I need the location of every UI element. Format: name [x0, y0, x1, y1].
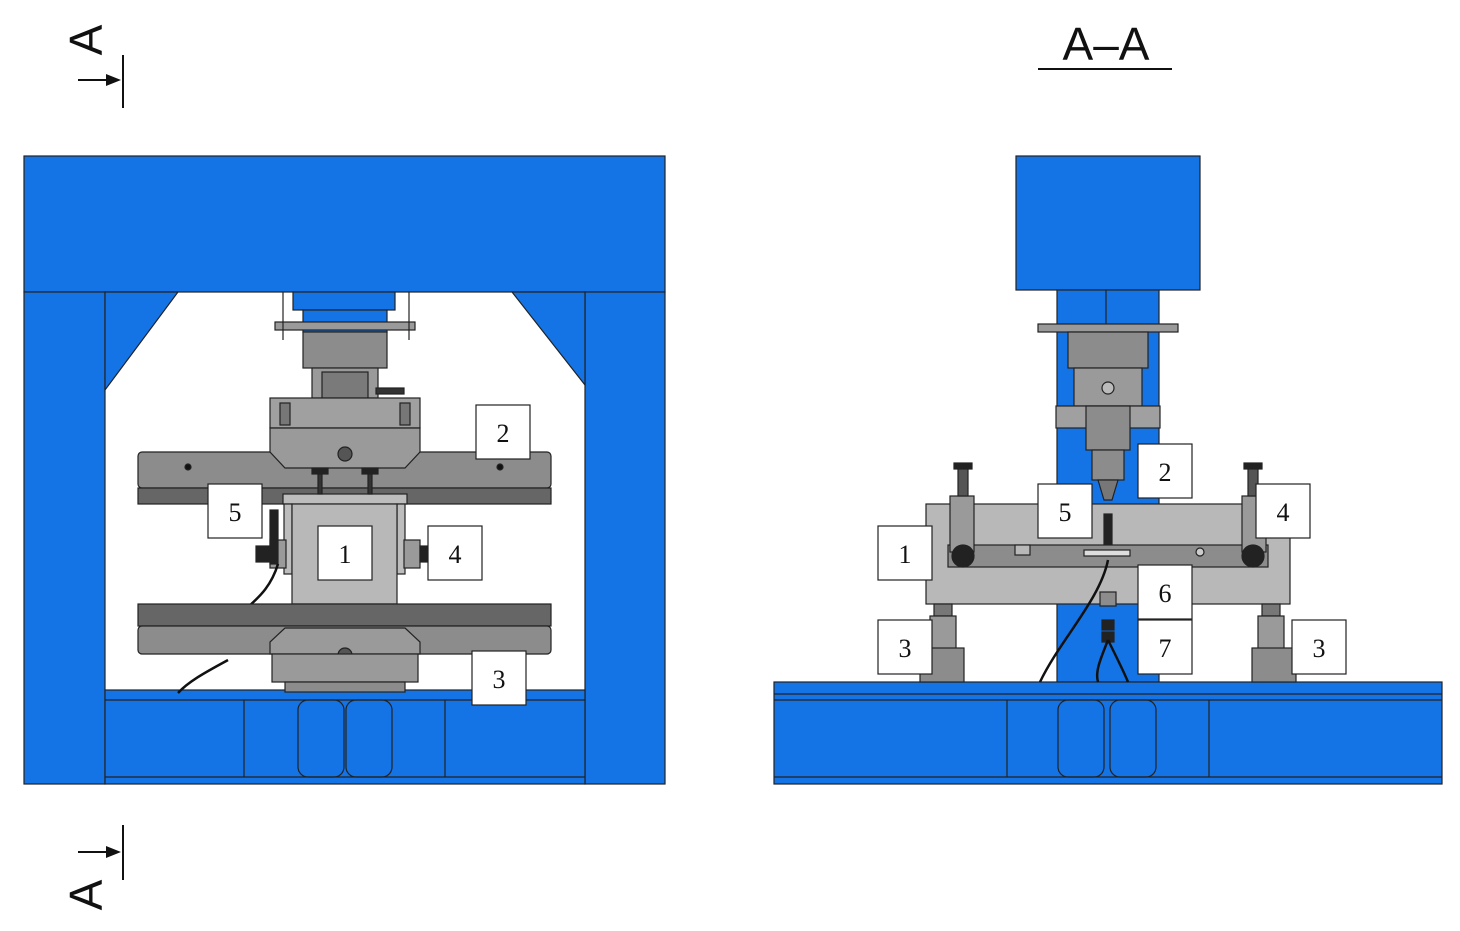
label-right-7: 7 — [1159, 634, 1172, 663]
label-left-5: 5 — [229, 498, 242, 527]
label-box-left-3: 3 — [471, 650, 527, 706]
label-box-right-4: 4 — [1255, 483, 1311, 539]
label-left-1: 1 — [339, 540, 352, 569]
label-right-1: 1 — [899, 540, 912, 569]
label-right-5: 5 — [1059, 498, 1072, 527]
label-left-4: 4 — [449, 540, 462, 569]
label-box-right-1: 1 — [877, 525, 933, 581]
right-sensors — [1099, 513, 1117, 643]
label-right-3a: 3 — [899, 634, 912, 663]
label-box-right-3b: 3 — [1291, 619, 1347, 675]
label-box-left-5: 5 — [207, 483, 263, 539]
left-lower-jig — [137, 603, 552, 693]
right-cable — [1038, 559, 1130, 683]
label-left-2: 2 — [497, 419, 510, 448]
label-box-right-3a: 3 — [877, 619, 933, 675]
label-box-right-7: 7 — [1137, 619, 1193, 675]
label-box-right-2: 2 — [1137, 443, 1193, 499]
right-labels: 1 2 3 3 4 5 6 7 — [877, 443, 1347, 675]
left-actuator — [269, 291, 421, 429]
label-right-3b: 3 — [1313, 634, 1326, 663]
section-marker-top: A — [60, 24, 124, 108]
label-box-right-5: 5 — [1037, 483, 1093, 539]
section-title: A–A — [1063, 18, 1150, 70]
left-labels: 1 2 3 4 5 — [207, 404, 531, 706]
label-right-4: 4 — [1277, 498, 1290, 527]
label-right-6: 6 — [1159, 579, 1172, 608]
label-box-left-4: 4 — [427, 525, 483, 581]
right-actuator — [1037, 323, 1179, 501]
section-title-group: A–A — [1038, 18, 1172, 70]
section-marker-bottom: A — [60, 825, 124, 910]
section-marker-letter-top: A — [60, 24, 112, 55]
label-right-2: 2 — [1159, 458, 1172, 487]
section-marker-letter-bottom: A — [60, 879, 112, 910]
label-box-left-1: 1 — [317, 525, 373, 581]
label-left-3: 3 — [493, 665, 506, 694]
right-specimen — [925, 462, 1291, 605]
label-box-right-6: 6 — [1137, 564, 1193, 620]
label-box-left-2: 2 — [475, 404, 531, 460]
right-supports — [919, 603, 1297, 683]
left-frame — [23, 155, 666, 785]
